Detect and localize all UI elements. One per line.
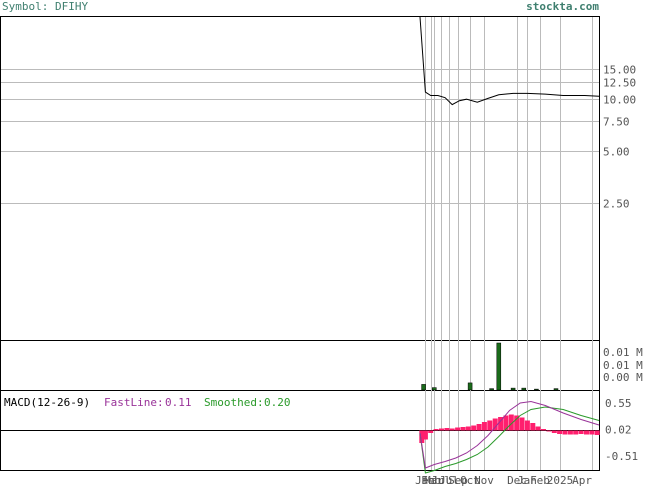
volume-axis-ticks: 0.01 M0.01 M0.00 M [603,346,643,384]
macd-hist-bar [422,430,428,440]
site-label: stockta.com [526,0,599,13]
macd-hist-bar [449,428,455,431]
volume-tick-label: 0.01 M [603,359,643,372]
macd-smooth-value: 0.20 [264,396,291,409]
macd-lines [419,400,600,474]
macd-fast-value: 0.11 [165,396,192,409]
price-gridlines [1,69,599,204]
symbol-label: Symbol: DFIHY [2,0,88,13]
macd-hist-bar [465,426,471,431]
x-tick-label: Oct [460,474,480,486]
price-series [419,16,600,106]
macd-axis-ticks: 0.55 0.02 -0.51 [605,397,638,463]
volume-bar [496,342,502,391]
macd-hist-bar [530,423,536,431]
volume-tick-label: 0.00 M [603,371,643,384]
macd-hist-bar [589,430,595,435]
x-tick-label: Jul [431,474,451,486]
macd-hist-bar [439,428,444,431]
volume-tick-label: 0.01 M [603,346,643,359]
macd-hist-bar [573,430,579,435]
macd-hist-bar [535,426,541,431]
macd-hist-bar [562,430,568,435]
macd-hist-bar [455,427,461,431]
macd-hist-bar [508,414,514,431]
macd-label: MACD(12-26-9) [4,396,90,409]
x-tick-label: Mar [424,474,444,486]
macd-hist-bar [487,420,493,431]
macd-fast-label: FastLine: [104,396,164,409]
macd-hist-bar [433,429,439,431]
x-tick-label: Jan [415,474,435,486]
macd-hist-bar [471,425,477,431]
macd-hist-bar [492,418,498,431]
vertical-gridlines [425,17,593,470]
macd-smooth-label: Smoothed: [204,396,264,409]
macd-hist-bar [546,430,552,432]
volume-bar [432,387,437,391]
macd-hist-bar [503,415,509,431]
volume-bar [489,388,494,391]
macd-hist-bar [419,430,425,443]
macd-smoothed-line [419,406,600,474]
macd-hist-bar [481,422,487,431]
x-tick-label: 2025 [547,474,574,486]
macd-hist-bar [498,417,504,431]
macd-hist-bar [567,430,573,435]
x-tick-label: Apr [572,474,592,486]
macd-hist-bar [519,417,525,431]
price-tick-label: 5.00 [603,146,630,159]
price-tick-label: 10.00 [603,94,636,107]
x-tick-label: Feb [530,474,550,486]
macd-hist-bar [476,424,482,431]
volume-bar [521,387,527,391]
volume-bar [467,382,473,391]
macd-hist-bar [514,415,520,431]
macd-hist-bar [541,429,546,431]
x-tick-label: Feb [421,474,441,486]
macd-tick-label: -0.51 [605,450,638,463]
x-tick-label: Jan [517,474,537,486]
volume-panel-frame [0,340,600,391]
macd-hist-bar [524,420,530,431]
macd-tick-label: 0.02 [605,424,632,437]
x-tick-label: Sep [448,474,468,486]
macd-hist-bar [594,430,600,435]
volume-bar [553,388,559,391]
macd-hist-bar [551,430,557,433]
x-tick-label: Nov [474,474,494,486]
price-panel-frame [0,16,600,341]
price-tick-label: 15.00 [603,64,636,77]
volume-bars [421,342,559,391]
x-tick-label: Jul [439,474,459,486]
price-tick-label: 7.50 [603,116,630,129]
price-tick-label: 2.50 [603,198,630,211]
x-tick-label: Dec [507,474,527,486]
macd-hist-bar [578,430,584,434]
macd-hist-bar [428,430,434,433]
macd-tick-label: 0.55 [605,397,632,410]
price-line [419,16,600,106]
macd-histogram [419,414,600,443]
volume-bar [421,384,426,391]
macd-hist-bar [584,430,589,435]
price-tick-label: 12.50 [603,77,636,90]
macd-hist-bar [460,427,466,431]
macd-hist-bar [557,430,563,434]
volume-bar [510,387,516,391]
macd-hist-bar [444,428,450,431]
volume-bar [534,388,539,391]
macd-fast-line [419,400,600,469]
